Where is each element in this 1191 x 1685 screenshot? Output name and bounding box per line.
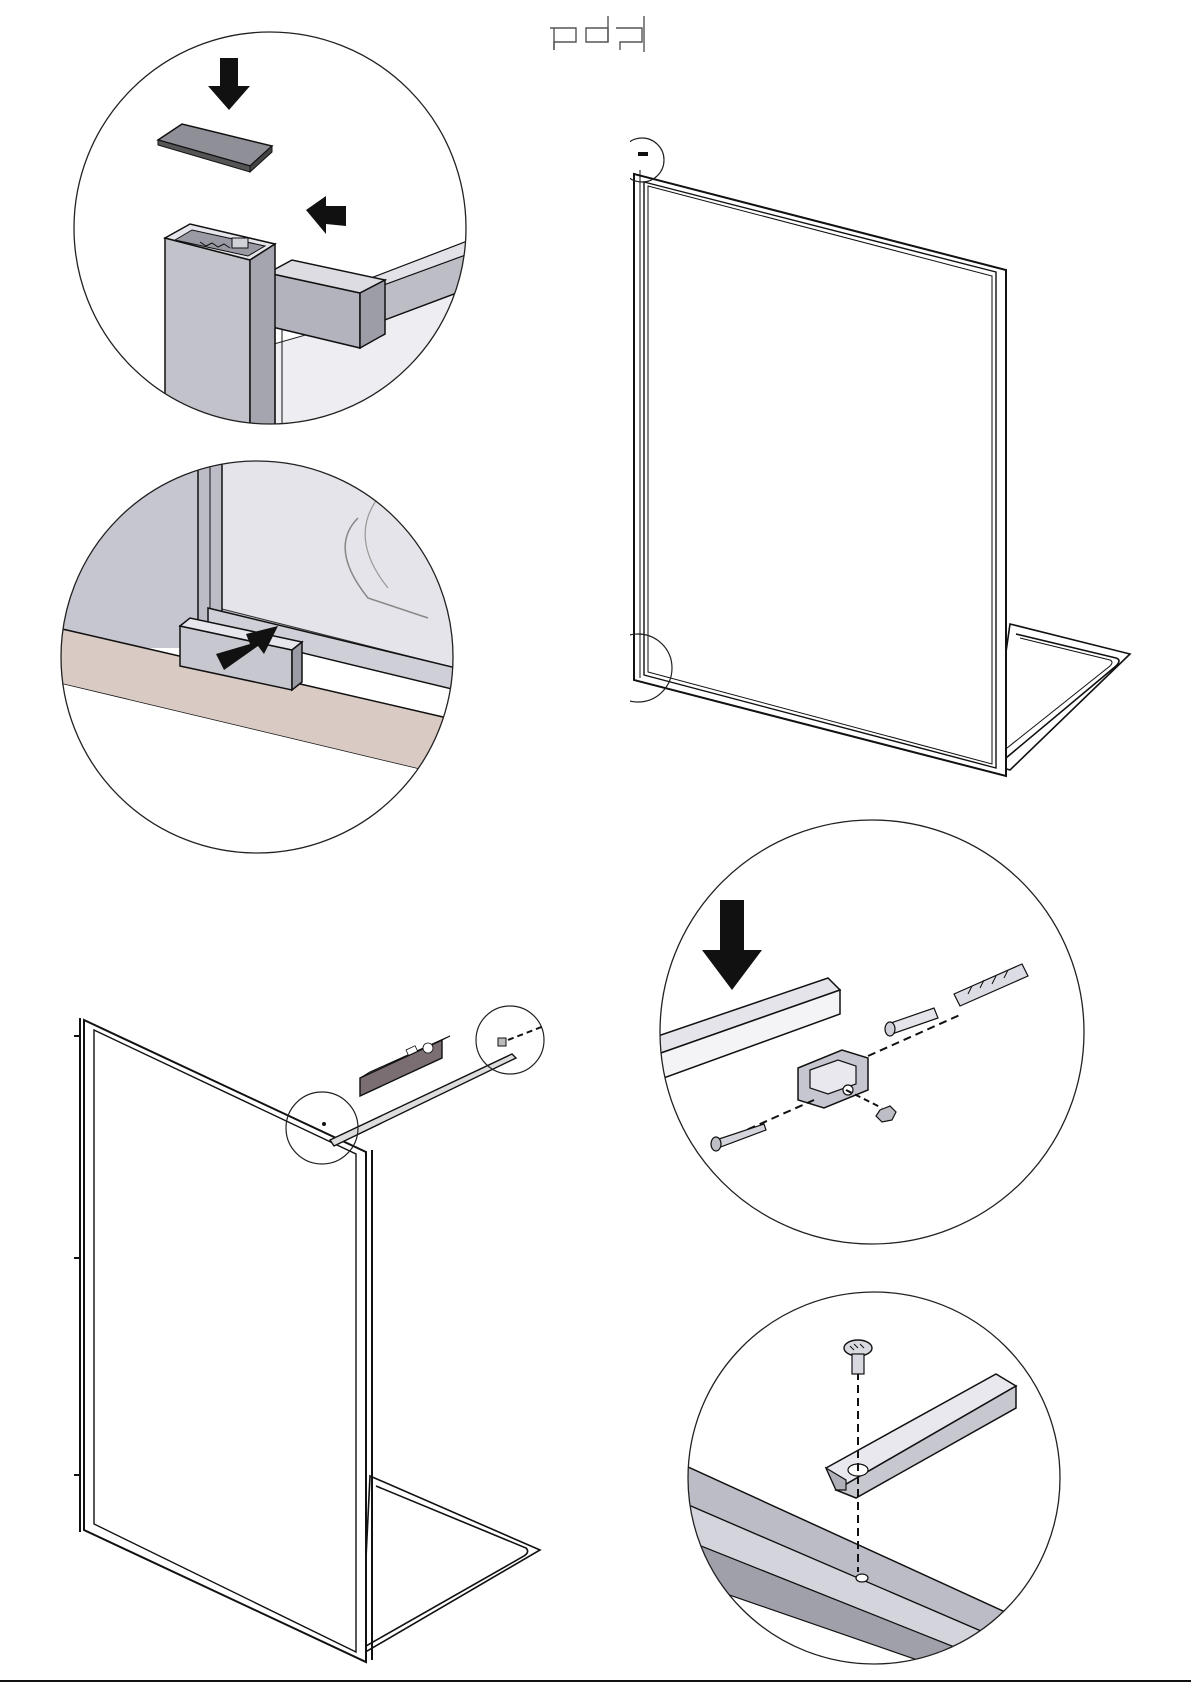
floor-screw-detail	[686, 1290, 1062, 1666]
detail-top-cap	[70, 28, 470, 428]
floor-tray	[362, 1476, 540, 1654]
brand-logo: pdp	[548, 14, 654, 52]
spirit-level-icon	[360, 1036, 450, 1096]
glass-panel-frame	[634, 174, 1006, 776]
vertical-profile	[165, 238, 250, 428]
floor-tray	[990, 624, 1130, 770]
panel-overview-right	[630, 130, 1140, 780]
page-rule	[0, 1680, 1191, 1682]
detail-bottom-cap	[58, 458, 456, 856]
panel-overview-left	[70, 1000, 590, 1680]
wall-bracket-detail	[658, 818, 1086, 1246]
glass-panel-frame	[84, 1020, 366, 1662]
